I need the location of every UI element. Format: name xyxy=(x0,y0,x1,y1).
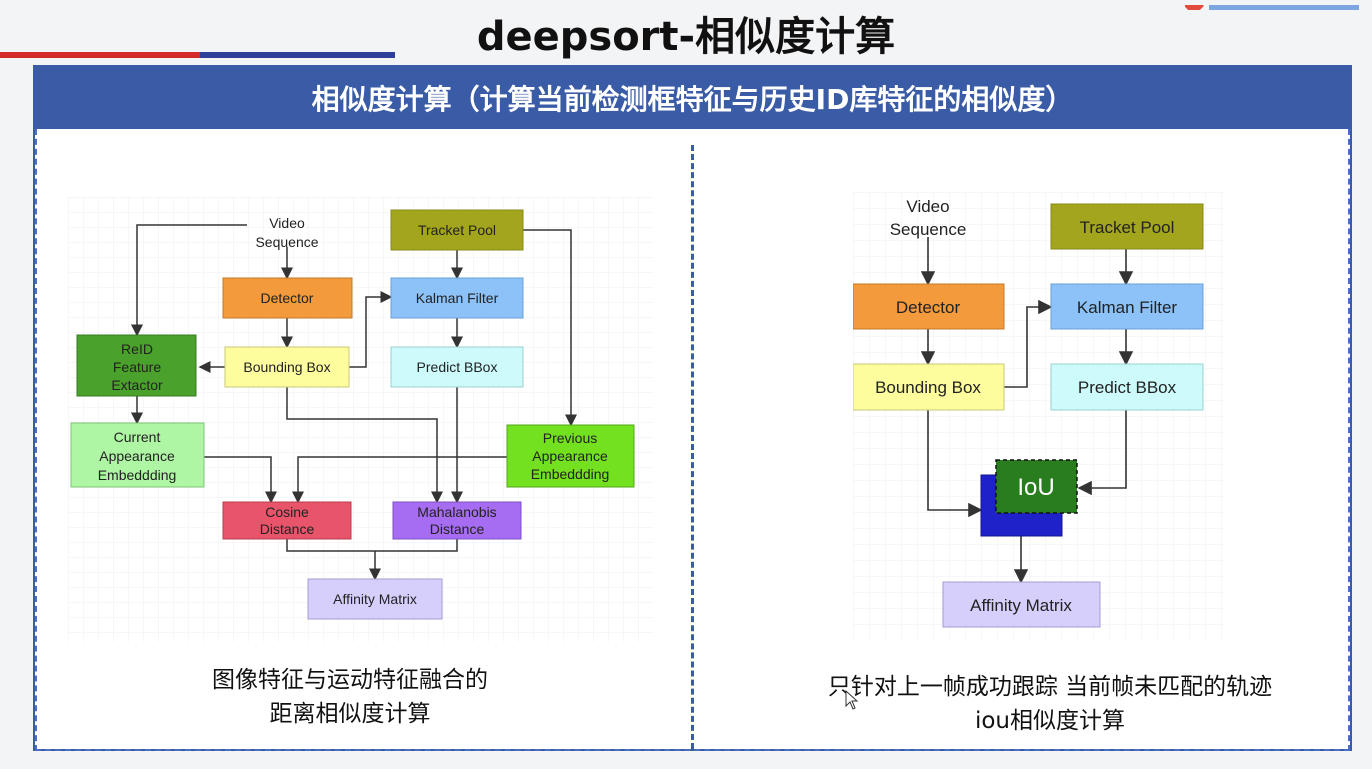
svg-text:IoU: IoU xyxy=(1017,474,1054,501)
svg-text:Tracket Pool: Tracket Pool xyxy=(1080,218,1175,237)
right-caption-line2: iou相似度计算 xyxy=(974,708,1126,734)
svg-text:Distance: Distance xyxy=(260,521,315,537)
left-caption-line2: 距离相似度计算 xyxy=(269,701,431,727)
left-current-embedding-node: Current Appearance Embeddding xyxy=(70,422,205,488)
svg-text:Affinity Matrix: Affinity Matrix xyxy=(970,596,1072,615)
svg-text:Embeddding: Embeddding xyxy=(98,467,177,483)
svg-text:Cosine: Cosine xyxy=(265,504,309,520)
svg-text:Affinity Matrix: Affinity Matrix xyxy=(333,591,417,607)
svg-text:Extactor: Extactor xyxy=(111,377,163,393)
panel-divider xyxy=(691,145,694,749)
title-accent-red xyxy=(0,52,200,58)
right-affinity-matrix-node: Affinity Matrix xyxy=(942,581,1101,628)
left-kalman-filter-node: Kalman Filter xyxy=(390,277,524,319)
svg-text:Mahalanobis: Mahalanobis xyxy=(417,504,496,520)
svg-text:Previous: Previous xyxy=(543,430,597,446)
right-predict-bbox-node: Predict BBox xyxy=(1050,363,1204,411)
svg-text:Kalman Filter: Kalman Filter xyxy=(1077,298,1177,317)
mouse-cursor-icon xyxy=(845,690,859,710)
left-reid-extractor-node: ReID Feature Extactor xyxy=(76,334,197,397)
brand-logo-icon xyxy=(1185,0,1372,10)
content-panel: 相似度计算（计算当前检测框特征与历史ID库特征的相似度） xyxy=(33,65,1352,751)
svg-text:Detector: Detector xyxy=(261,290,314,306)
svg-text:Kalman Filter: Kalman Filter xyxy=(416,290,499,306)
left-video-label-2: Sequence xyxy=(255,234,318,250)
svg-text:Predict BBox: Predict BBox xyxy=(417,359,498,375)
right-detector-node: Detector xyxy=(853,283,1005,330)
svg-text:Appearance: Appearance xyxy=(99,448,175,464)
left-caption: 图像特征与运动特征融合的 距离相似度计算 xyxy=(145,663,555,731)
deepsort-left-diagram: Video Sequence Tracket Pool Detector Kal… xyxy=(68,197,653,642)
title-accent-blue xyxy=(200,52,395,58)
left-caption-line1: 图像特征与运动特征融合的 xyxy=(212,667,488,693)
svg-text:Detector: Detector xyxy=(896,298,961,317)
left-mahalanobis-distance-node: Mahalanobis Distance xyxy=(392,501,522,540)
right-kalman-filter-node: Kalman Filter xyxy=(1050,283,1204,330)
right-bounding-box-node: Bounding Box xyxy=(853,363,1005,411)
left-bounding-box-node: Bounding Box xyxy=(224,346,350,388)
left-previous-embedding-node: Previous Appearance Embeddding xyxy=(506,424,635,488)
svg-text:Tracket Pool: Tracket Pool xyxy=(418,222,496,238)
svg-text:Bounding Box: Bounding Box xyxy=(875,378,981,397)
svg-text:Embeddding: Embeddding xyxy=(531,466,610,482)
svg-text:Appearance: Appearance xyxy=(532,448,608,464)
left-detector-node: Detector xyxy=(222,277,353,319)
right-iou-node: IoU xyxy=(980,459,1078,537)
panel-body xyxy=(35,129,1350,751)
left-predict-bbox-node: Predict BBox xyxy=(390,346,524,388)
left-video-label: Video xyxy=(269,215,305,231)
panel-header: 相似度计算（计算当前检测框特征与历史ID库特征的相似度） xyxy=(35,67,1350,129)
right-caption: 只针对上一帧成功跟踪 当前帧未匹配的轨迹 iou相似度计算 xyxy=(770,670,1330,738)
right-video-label-2: Sequence xyxy=(890,220,967,239)
svg-text:Current: Current xyxy=(114,429,161,445)
left-tracket-pool-node: Tracket Pool xyxy=(390,209,524,251)
left-cosine-distance-node: Cosine Distance xyxy=(222,501,352,540)
left-affinity-matrix-node: Affinity Matrix xyxy=(307,578,443,620)
right-tracket-pool-node: Tracket Pool xyxy=(1050,203,1204,250)
svg-text:Distance: Distance xyxy=(430,521,485,537)
slide-title: deepsort-相似度计算 xyxy=(476,14,896,60)
svg-text:ReID: ReID xyxy=(121,341,153,357)
svg-text:Bounding Box: Bounding Box xyxy=(243,359,330,375)
svg-text:Feature: Feature xyxy=(113,359,161,375)
iou-right-diagram: Video Sequence Tracket Pool Detector Kal… xyxy=(853,192,1225,639)
right-video-label: Video xyxy=(906,197,949,216)
svg-text:Predict BBox: Predict BBox xyxy=(1078,378,1177,397)
right-caption-line1: 只针对上一帧成功跟踪 当前帧未匹配的轨迹 xyxy=(827,674,1273,700)
